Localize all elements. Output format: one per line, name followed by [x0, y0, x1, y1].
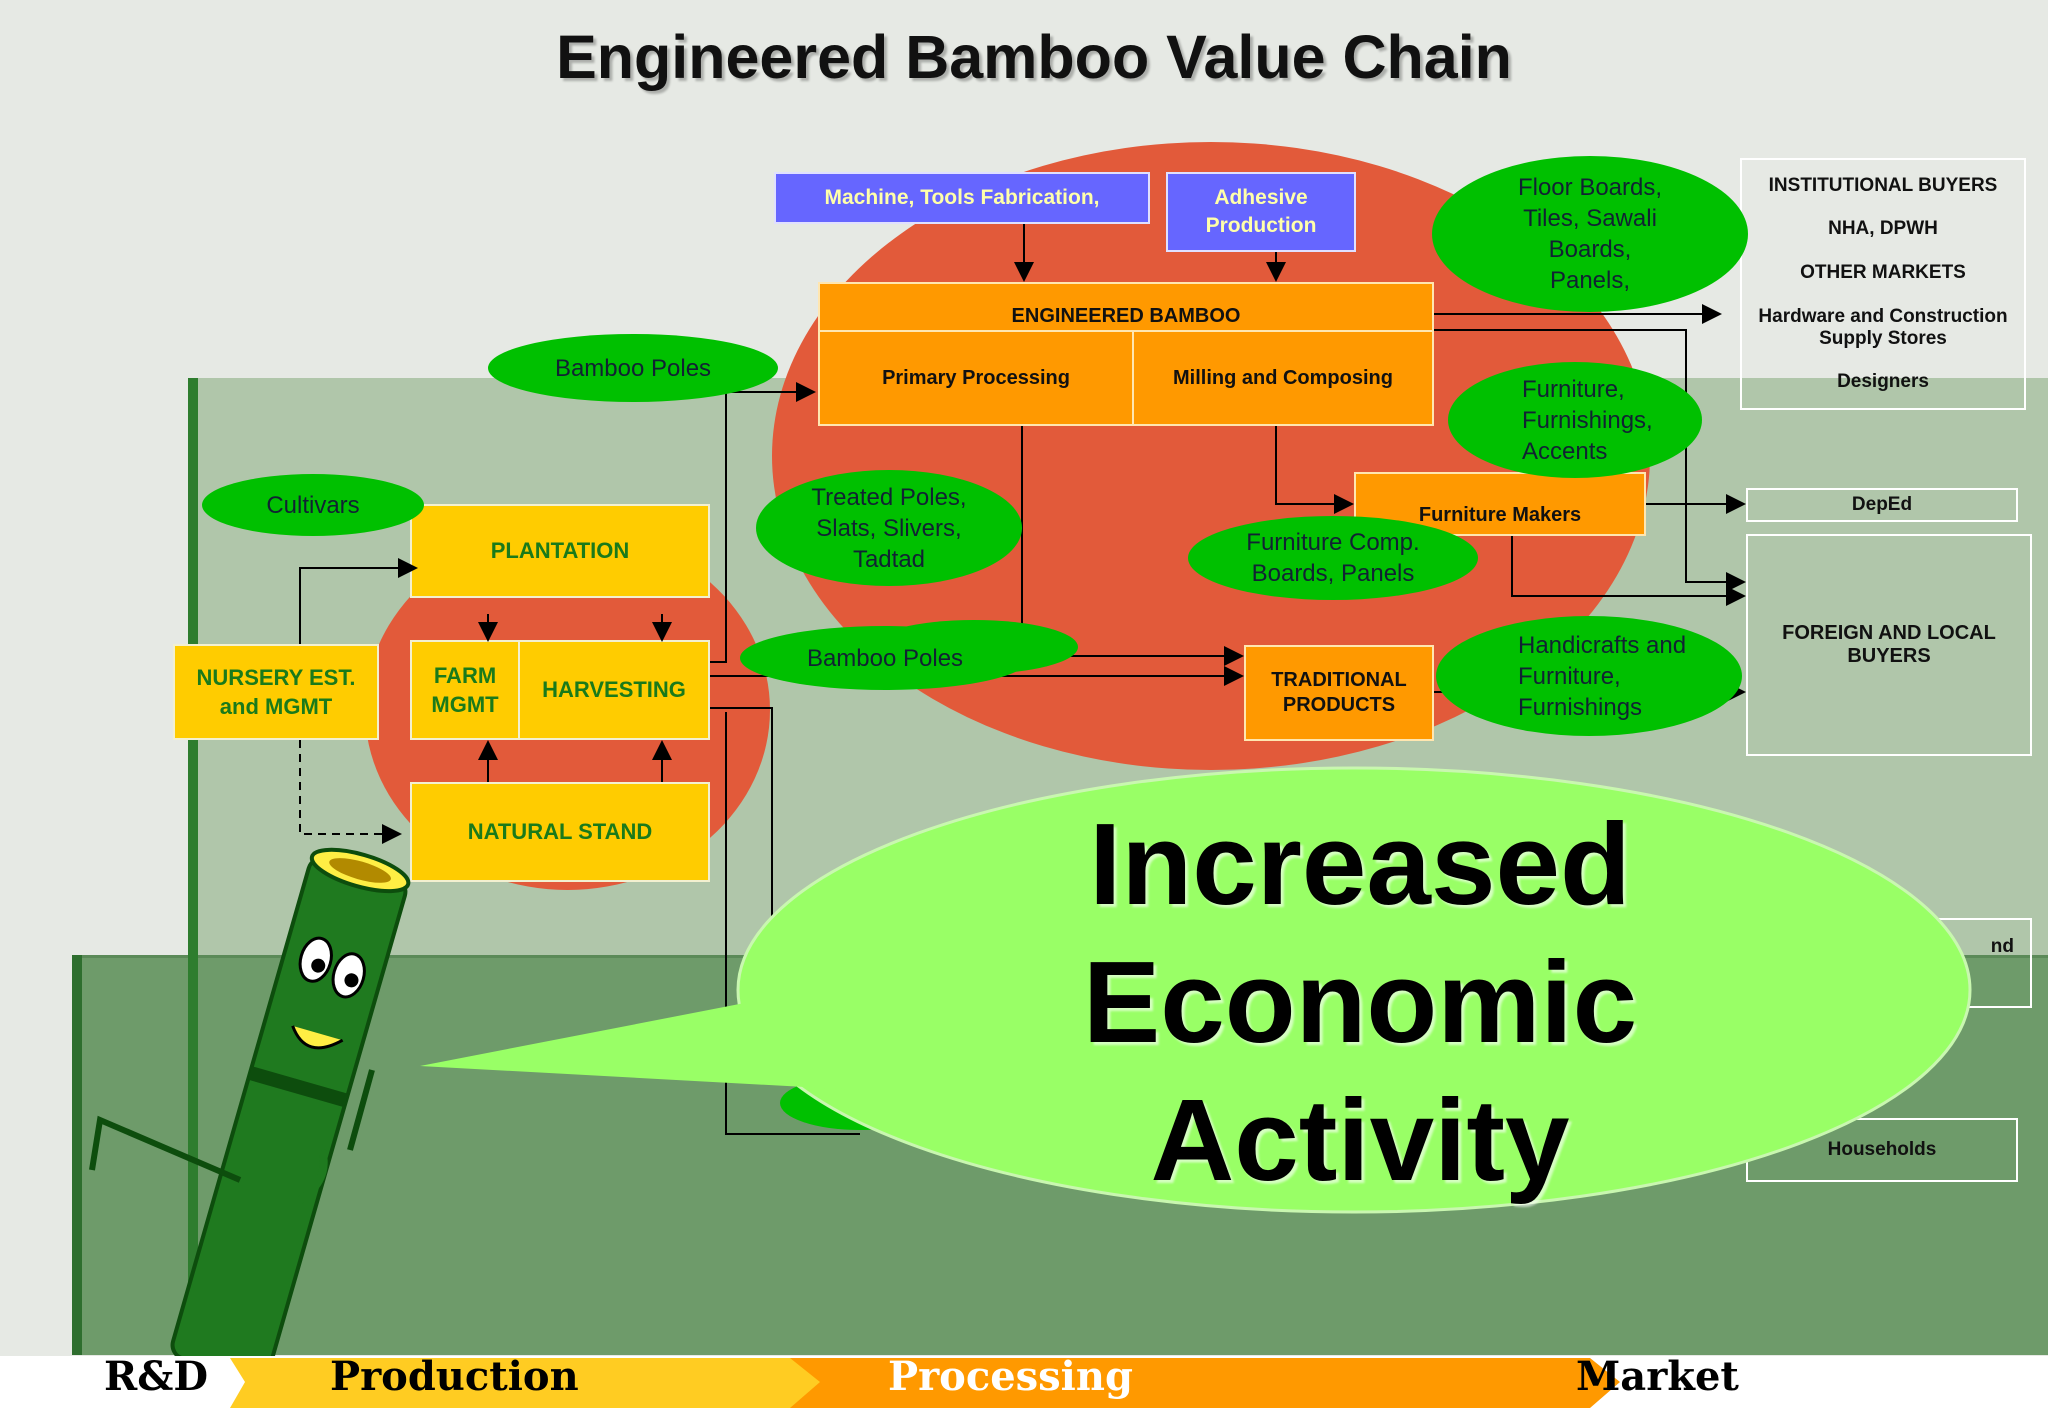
primary-processing-box: Primary Processing: [818, 330, 1134, 426]
floor-boards-line-1: Floor Boards,: [1517, 174, 1663, 201]
furniture-comp-line-2: Boards, Panels: [1251, 560, 1415, 587]
callout-text: Increased Economic Activity: [1000, 795, 1720, 1209]
cultivars-ellipse: Cultivars: [202, 474, 424, 536]
stage-production: Production: [330, 1353, 579, 1400]
background-stripe: [188, 378, 198, 1358]
stage-market: Market: [1576, 1353, 1739, 1400]
furniture-accents-line-2: Furnishings,: [1522, 406, 1653, 434]
buyers-nha-dpwh: NHA, DPWH: [1828, 218, 1938, 240]
bamboo-poles-ellipse-top: Bamboo Poles: [488, 334, 778, 402]
floor-boards-line-4: Panels,: [1549, 267, 1631, 294]
furniture-comp-line-1: Furniture Comp.: [1246, 529, 1420, 556]
foreign-local-buyers-box: FOREIGN AND LOCAL BUYERS: [1746, 534, 2032, 756]
treated-poles-line-3: Tadtad: [852, 545, 926, 573]
callout-line-3: Activity: [1150, 1075, 1570, 1205]
plantation-box: PLANTATION: [410, 504, 710, 598]
harvesting-box: HARVESTING: [518, 640, 710, 740]
callout-line-2: Economic: [1082, 937, 1638, 1067]
stage-processing: Processing: [888, 1353, 1133, 1400]
furniture-comp-ellipse: Furniture Comp. Boards, Panels: [1188, 516, 1478, 600]
page-title: Engineered Bamboo Value Chain: [556, 23, 1512, 91]
background-stripe-lower: [72, 955, 82, 1355]
furniture-accents-line-1: Furniture,: [1522, 375, 1625, 403]
traditional-products-box: TRADITIONAL PRODUCTS: [1244, 645, 1434, 741]
floor-boards-line-3: Boards,: [1548, 236, 1632, 263]
handicrafts-line-2: Furniture,: [1518, 662, 1621, 690]
floor-boards-line-2: Tiles, Sawali: [1523, 205, 1657, 232]
adhesive-box: Adhesive Production: [1166, 172, 1356, 252]
handicrafts-ellipse: Handicrafts and Furniture, Furnishings: [1436, 616, 1742, 736]
treated-poles-ellipse: Treated Poles, Slats, Slivers, Tadtad: [756, 470, 1022, 586]
partial-buyer-label: nd: [1990, 936, 2014, 957]
buyers-other-markets: OTHER MARKETS: [1800, 261, 1966, 283]
furniture-accents-line-3: Accents: [1522, 437, 1608, 465]
institutional-buyers-box: INSTITUTIONAL BUYERS NHA, DPWH OTHER MAR…: [1740, 158, 2026, 410]
buyers-institutional: INSTITUTIONAL BUYERS: [1768, 174, 1998, 196]
floor-boards-ellipse: Floor Boards, Tiles, Sawali Boards, Pane…: [1432, 156, 1748, 312]
treated-poles-line-2: Slats, Slivers,: [816, 514, 962, 542]
buyers-hardware: Hardware and Construction Supply Stores: [1758, 305, 2008, 349]
handicrafts-line-3: Furnishings: [1518, 693, 1643, 721]
bamboo-poles-ellipse-mid: Bamboo Poles: [740, 626, 1030, 690]
callout-line-1: Increased: [1089, 799, 1631, 929]
furniture-accents-ellipse: Furniture, Furnishings, Accents: [1448, 362, 1702, 478]
handicrafts-line-1: Handicrafts and: [1518, 631, 1687, 659]
buyers-designers: Designers: [1837, 371, 1929, 393]
nursery-box: NURSERY EST. and MGMT: [173, 644, 379, 740]
stage-rnd: R&D: [104, 1353, 209, 1400]
farm-mgmt-box: FARM MGMT: [410, 640, 520, 740]
natural-stand-box: NATURAL STAND: [410, 782, 710, 882]
treated-poles-line-1: Treated Poles,: [811, 483, 967, 511]
deped-box: DepEd: [1746, 488, 2018, 522]
machine-tools-box: Machine, Tools Fabrication,: [774, 172, 1150, 224]
milling-box: Milling and Composing: [1132, 330, 1434, 426]
